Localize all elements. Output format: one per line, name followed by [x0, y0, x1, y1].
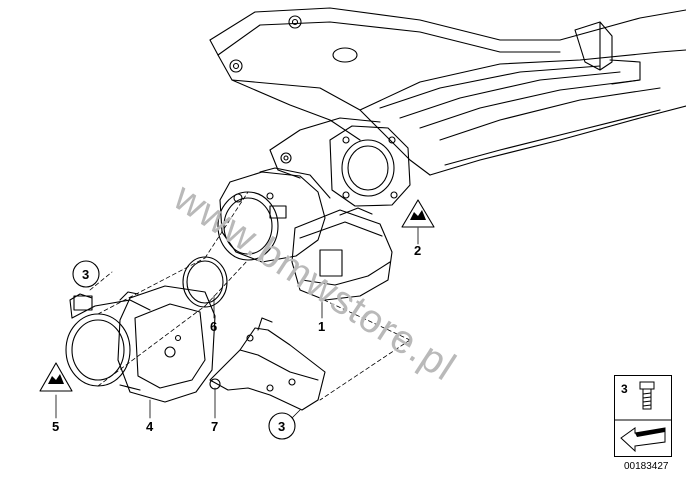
bolt-icon — [639, 381, 655, 410]
arrow-icon — [620, 427, 666, 453]
callout-7: 7 — [211, 419, 219, 434]
callout-1: 1 — [318, 319, 326, 334]
bracket — [209, 317, 326, 411]
callout-2: 2 — [414, 243, 422, 258]
callout-6: 6 — [210, 319, 218, 334]
legend-artwork — [615, 381, 671, 453]
diagram-id: 00183427 — [624, 461, 669, 472]
intake-manifold — [209, 7, 686, 179]
warning-triangle-icon — [39, 362, 73, 392]
manifold-flange — [329, 125, 411, 207]
callout-3-bottom: 3 — [278, 419, 286, 434]
callout-5: 5 — [52, 419, 60, 434]
gasket — [182, 256, 228, 308]
legend-box: 3 — [614, 375, 672, 457]
callout-leaders — [55, 227, 419, 421]
legend-number: 3 — [621, 382, 628, 396]
warning-triangle-icon — [401, 199, 435, 228]
callout-circle — [72, 260, 100, 288]
leader-lines — [89, 191, 411, 401]
callout-circle — [268, 412, 296, 440]
callout-3-top: 3 — [82, 267, 90, 282]
callout-4: 4 — [146, 419, 154, 434]
